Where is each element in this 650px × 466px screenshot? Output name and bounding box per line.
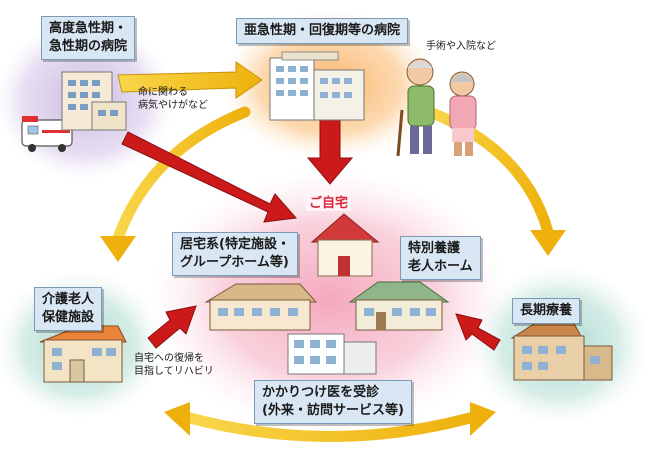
acute-hospital-icon [61, 71, 127, 131]
yellow-arrowheads [100, 230, 566, 436]
label-nursing-home: 特別養護 老人ホーム [400, 236, 481, 280]
note-life-threatening: 命に関わる 病気やけがなど [138, 87, 208, 111]
arrow-acute-to-subacute [117, 61, 263, 99]
note-surgery: 手術や入院など [426, 41, 496, 52]
note-rehab: 自宅への復帰を 目指してリハビリ [134, 353, 214, 377]
subacute-hospital-icon [269, 51, 365, 121]
label-acute-hospital: 高度急性期・ 急性期の病院 [41, 16, 136, 60]
residential-icon [204, 283, 318, 331]
label-subacute-hospital: 亜急性期・回復期等の病院 [236, 18, 409, 44]
long-term-care-icon [510, 319, 613, 381]
red-arrows [121, 119, 501, 351]
home-house-icon [310, 213, 380, 277]
label-long-term-care: 長期療養 [512, 298, 581, 324]
label-geriatric-facility: 介護老人 保健施設 [34, 287, 103, 331]
apartment-icon [287, 333, 377, 375]
ambulance-icon [21, 116, 73, 152]
label-home: ご自宅 [306, 192, 352, 211]
label-family-doctor: かかりつけ医を受診 (外来・訪問サービス等) [254, 380, 412, 424]
label-residential: 居宅系(特定施設・ グループホーム等) [172, 232, 298, 276]
nursing-home-icon [348, 281, 450, 331]
elderly-couple-icon [396, 58, 477, 157]
geriatric-facility-icon [39, 325, 127, 383]
